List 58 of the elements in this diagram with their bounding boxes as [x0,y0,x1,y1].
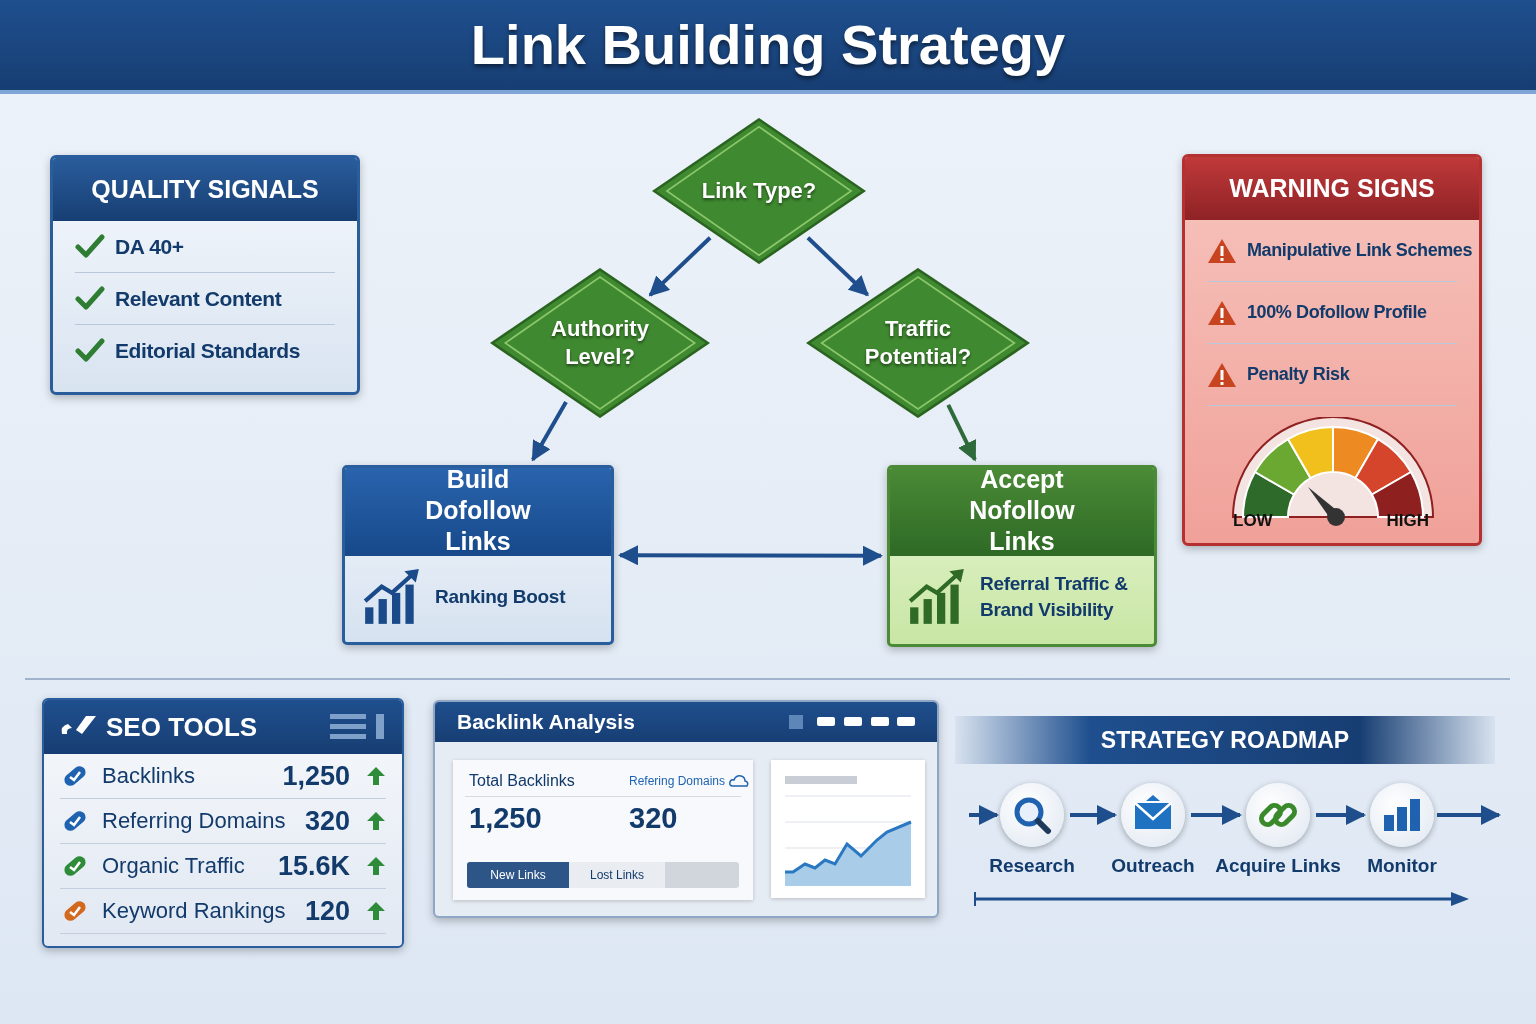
decision-diamond [806,268,1030,418]
page-title: Link Building Strategy [469,12,1067,77]
window-title: Backlink Analysis [457,710,636,734]
panel [1182,154,1482,546]
metric-name: Referring Domains [102,808,287,834]
metric-name: Keyword Rankings [102,898,287,924]
arrow [969,805,999,825]
arrow [1191,805,1242,825]
arrow [806,236,869,297]
panel-title: QUALITY SIGNALS [53,158,357,221]
metric-name: Organic Traffic [102,853,246,879]
dashboard-window [433,700,939,918]
panel-title: SEO TOOLS [106,711,259,743]
list-item: 100% Dofollow Profile [1247,302,1427,323]
step-label: Acquire Links [1214,855,1342,877]
box-title: Build Dofollow Links [345,468,611,556]
outcome-box [887,465,1157,647]
box-text: Referral Traffic & Brand Visibility [980,572,1129,622]
metric-value: 1,250 [282,760,350,792]
decision-diamond [652,118,866,264]
stat-label: Refering Domains [629,774,726,788]
box-title: Accept Nofollow Links [890,468,1154,556]
stats-card [453,760,753,900]
decision-label: Traffic Potential? [864,316,972,369]
stat-label: Total Backlinks [469,772,575,790]
arrow [648,236,712,297]
tab: Lost Links [569,862,665,888]
arrow [1316,805,1366,825]
list-item: Penalty Risk [1247,364,1350,385]
banner [955,716,1495,764]
list-item: DA 40+ [115,234,184,259]
decision-label: Authority Level? [551,316,649,369]
metric-value: 120 [304,895,350,927]
step-label: Research [988,855,1076,877]
stat-value: 320 [629,802,678,835]
list-item: Manipulative Link Schemes [1247,240,1473,261]
panel [50,155,360,395]
gauge-label: HIGH [1386,511,1429,531]
metric-value: 320 [304,805,350,837]
list-item: Relevant Content [115,286,282,311]
arrow [1070,805,1117,825]
banner-title: STRATEGY ROADMAP [1099,727,1351,754]
decision-label: Link Type? [701,178,817,203]
metric-name: Backlinks [102,763,196,789]
box-text: Ranking Boost [435,585,566,609]
tab: New Links [467,862,569,888]
list-item: Editorial Standards [115,338,300,363]
panel-title: WARNING SIGNS [1185,157,1479,220]
arrow [531,401,568,462]
gauge-label: LOW [1233,511,1273,531]
arrow [618,545,883,566]
arrow [1437,805,1501,825]
decision-diamond [490,268,710,418]
outcome-box [342,465,614,645]
arrow [946,404,977,462]
panel [42,698,404,948]
stat-value: 1,250 [469,802,542,835]
metric-value: 15.6K [277,850,350,882]
